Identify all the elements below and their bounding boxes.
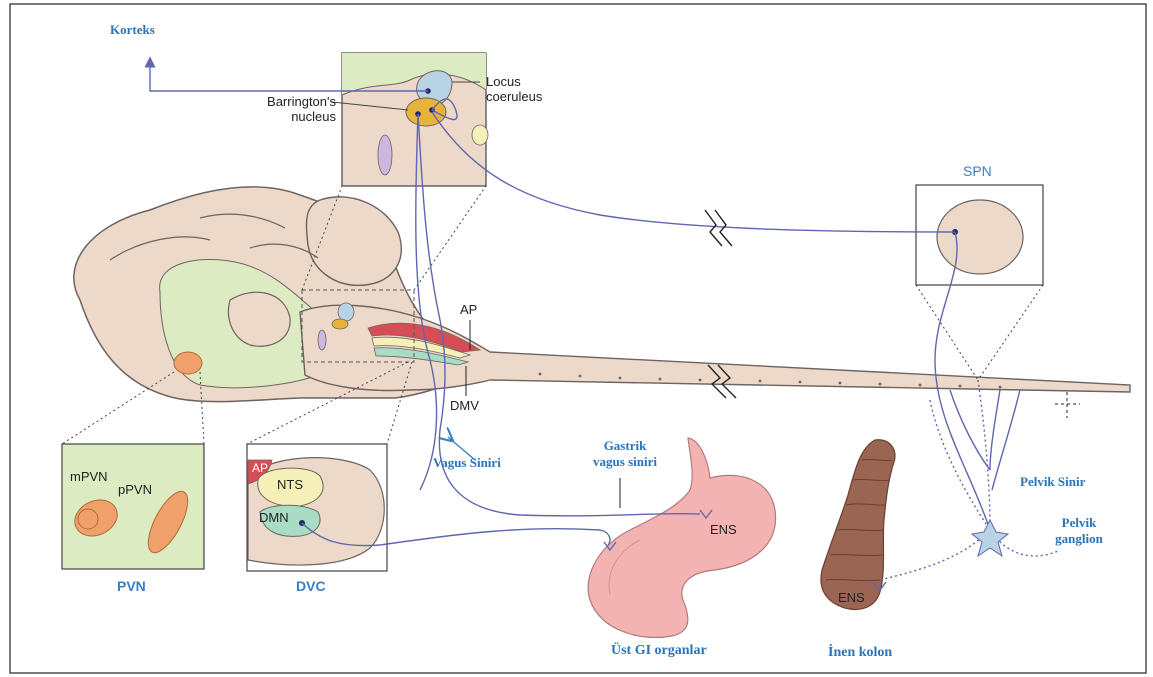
label-vagus-siniri: Vagus Siniri <box>433 455 501 471</box>
label-ens-stomach: ENS <box>710 522 737 537</box>
label-ppvn: pPVN <box>118 482 152 497</box>
label-spn: SPN <box>963 163 992 179</box>
label-dmv: DMV <box>450 398 479 413</box>
label-ap: AP <box>460 302 477 317</box>
label-pelvik-ganglion-line2: ganglion <box>1044 531 1114 547</box>
label-gastrik-vagus: Gastrik vagus siniri <box>577 438 673 470</box>
label-barrington: Barrington's nucleus <box>244 94 336 124</box>
label-pelvik-sinir: Pelvik Sinir <box>1020 474 1085 490</box>
label-ens-colon: ENS <box>838 590 865 605</box>
label-korteks: Korteks <box>110 22 155 38</box>
label-inen-kolon: İnen kolon <box>828 645 892 661</box>
brainstem-inset <box>332 53 488 186</box>
label-dmn: DMN <box>259 510 289 525</box>
label-locus-coeruleus: Locus coeruleus <box>486 74 542 104</box>
pvn-spot <box>174 352 202 374</box>
label-mpvn: mPVN <box>70 469 108 484</box>
label-pvn-title: PVN <box>117 578 146 594</box>
crosshair <box>1055 392 1080 418</box>
label-ust-gi: Üst GI organlar <box>611 643 707 659</box>
label-barrington-line1: Barrington's <box>244 94 336 109</box>
label-nts: NTS <box>277 477 303 492</box>
spn-inset <box>916 185 1043 285</box>
label-barrington-line2: nucleus <box>244 109 336 124</box>
pvn-inset <box>62 444 204 569</box>
label-dvc-ap: AP <box>252 461 268 475</box>
label-pelvik-ganglion: Pelvik ganglion <box>1044 515 1114 547</box>
label-locus-line1: Locus <box>486 74 542 89</box>
label-pelvik-ganglion-line1: Pelvik <box>1044 515 1114 531</box>
spn-circle <box>937 200 1023 274</box>
pelvic-ganglion <box>972 520 1008 556</box>
label-dvc-title: DVC <box>296 578 326 594</box>
label-locus-line2: coeruleus <box>486 89 542 104</box>
label-gastrik-line2: vagus siniri <box>577 454 673 470</box>
label-gastrik-line1: Gastrik <box>577 438 673 454</box>
